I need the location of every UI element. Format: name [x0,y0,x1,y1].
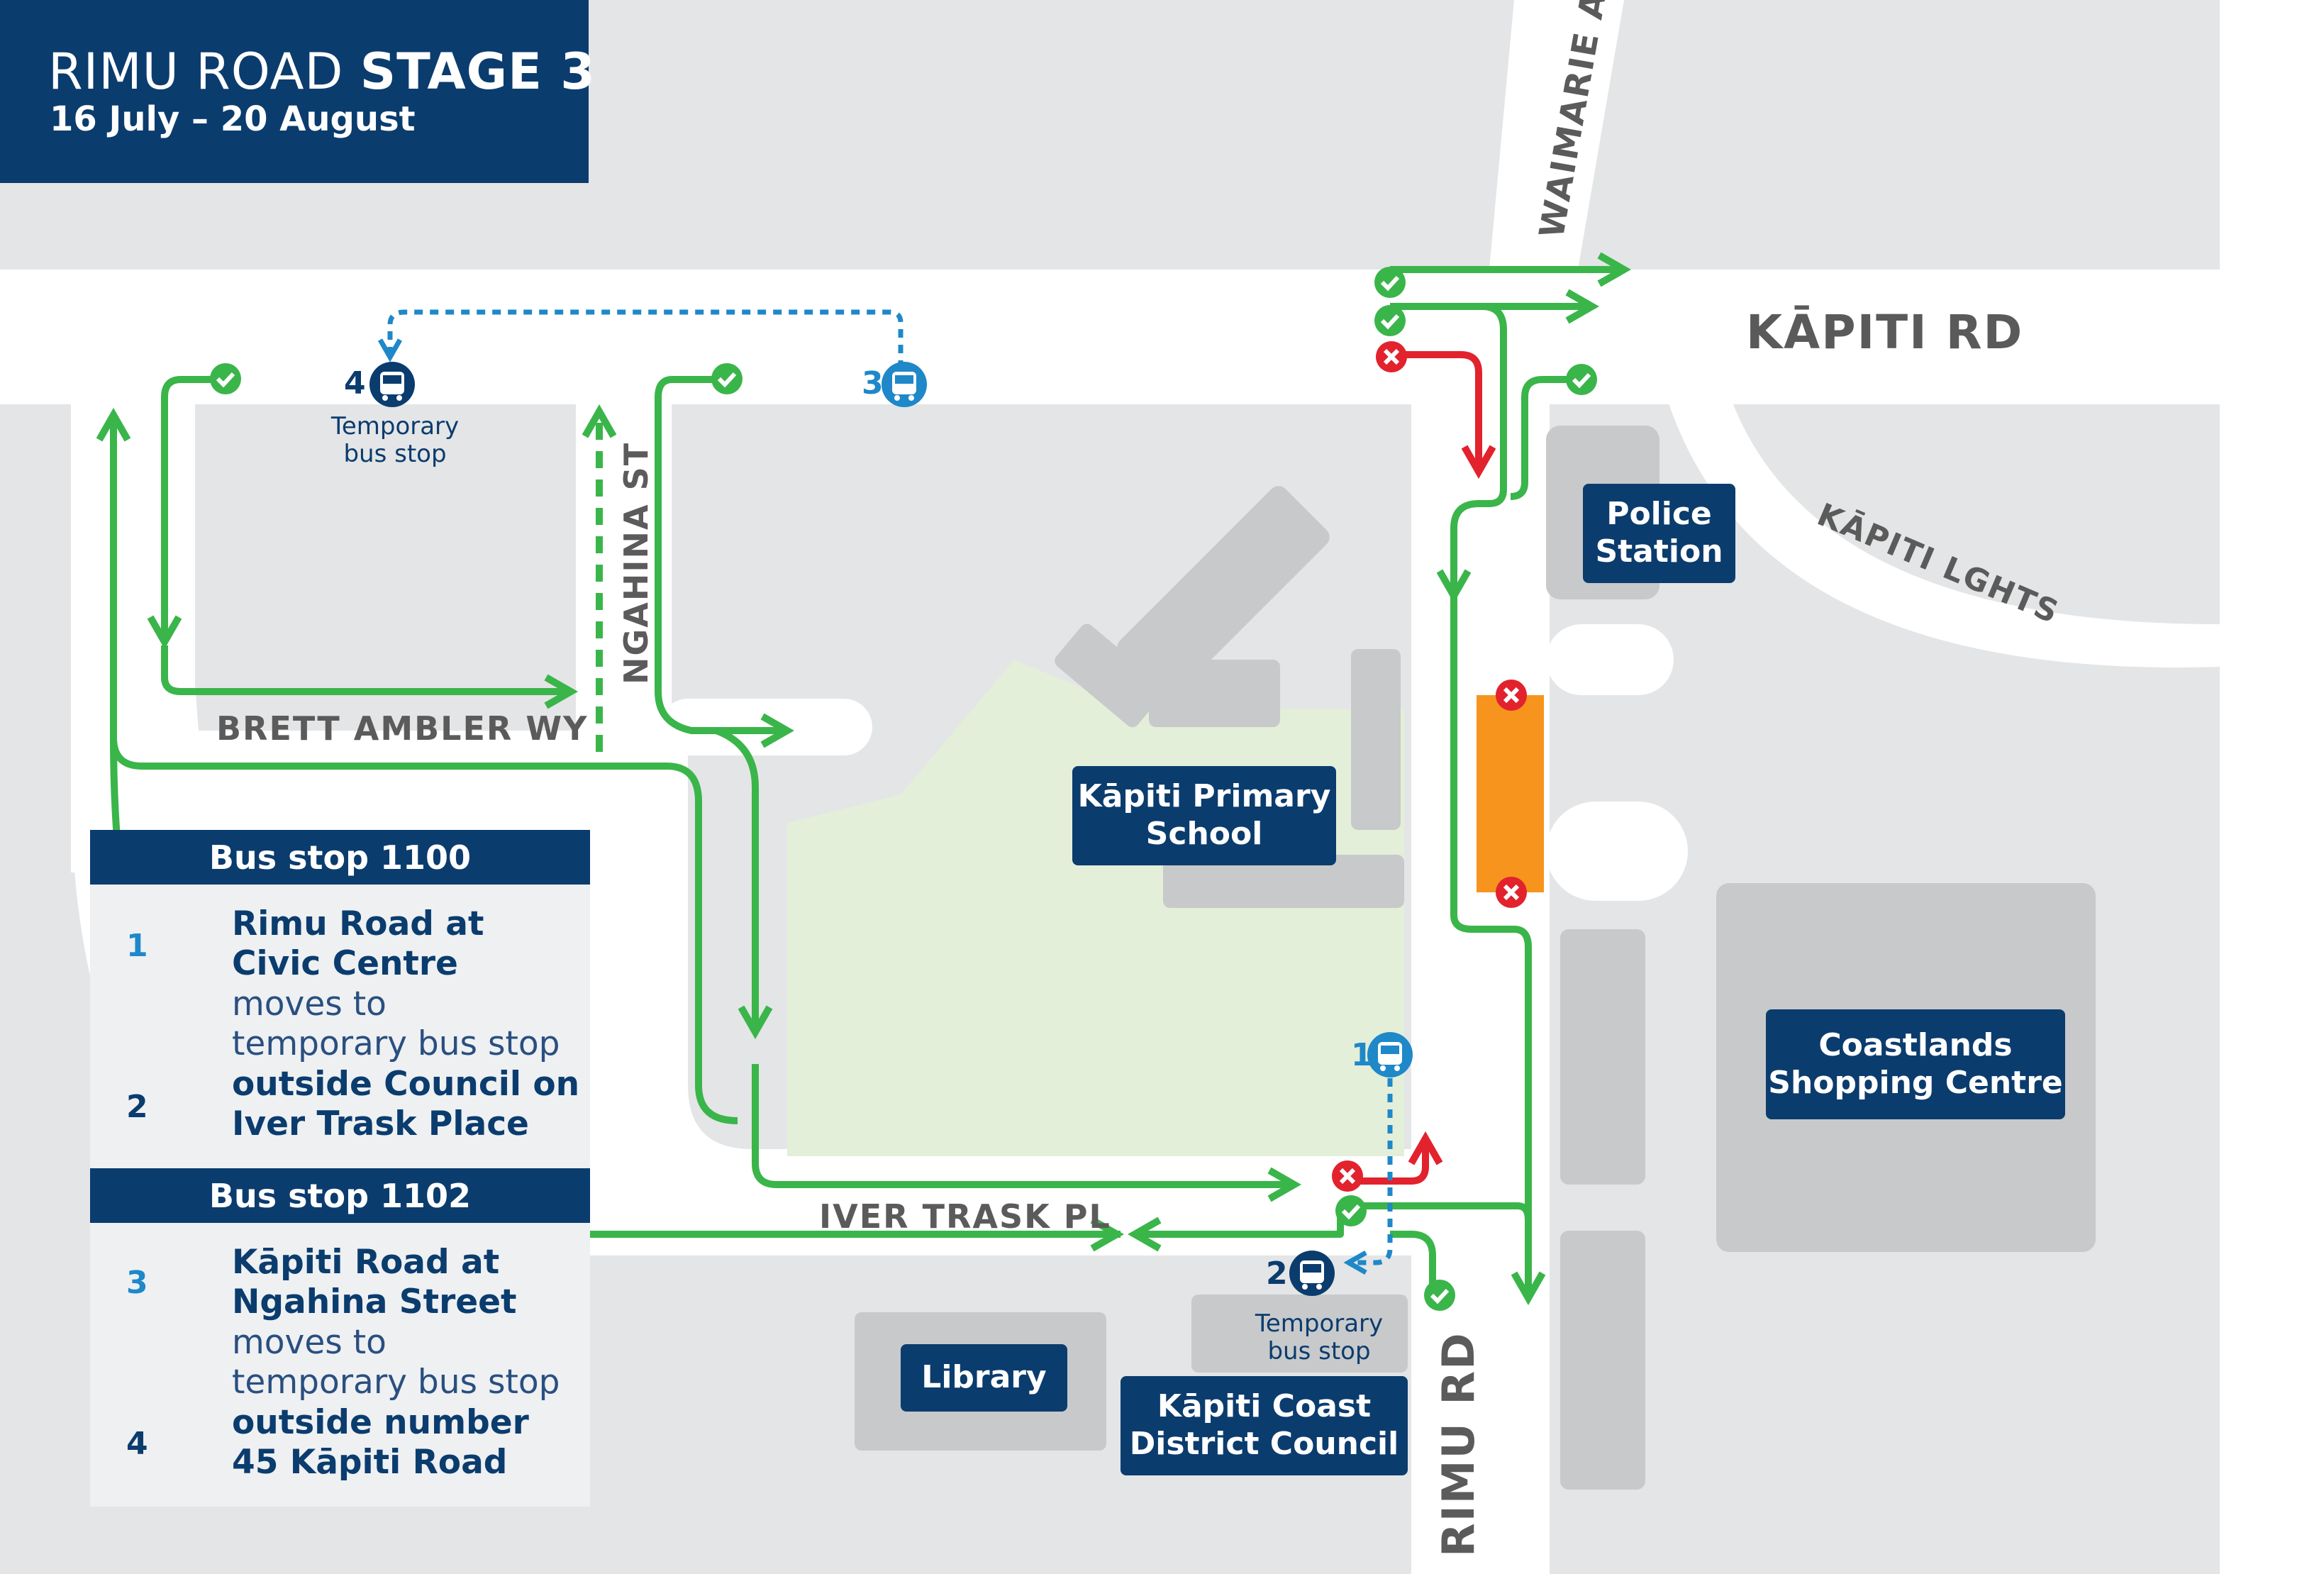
map-title: RIMU ROAD STAGE 3 [48,43,596,101]
check-icon [1374,267,1406,298]
label-council: Kāpiti Coast District Council [1121,1376,1408,1475]
bus-icon [1367,1032,1413,1077]
label-coastlands: Coastlands Shopping Centre [1766,1009,2065,1119]
check-icon [1566,364,1597,395]
legend-body-1100 [90,885,590,1168]
close-icon [1496,680,1527,711]
close-icon [1376,341,1407,372]
map-title-box: RIMU ROAD STAGE 3 16 July – 20 August [0,0,595,183]
legend-body-1102 [90,1223,590,1507]
legend-num-4: 4 [126,1426,148,1462]
street-iver-trask-pl: IVER TRASK PL [819,1197,1111,1236]
legend-text-1100: Rimu Road at Civic Centre moves to tempo… [232,904,580,1143]
status-markers [210,267,1597,1311]
stop-number-4: 4 [344,365,366,401]
stop-number-1: 1 [1351,1037,1373,1073]
stop-number-3: 3 [862,365,884,401]
street-rimu-rd: RIMU RD [1433,1331,1484,1557]
map-dates: 16 July – 20 August [50,99,416,139]
bus-icon [369,362,415,407]
legend-num-2: 2 [126,1089,148,1125]
legend-heading-1102: Bus stop 1102 [90,1168,590,1223]
bus-icon [882,362,927,407]
close-icon [1332,1160,1363,1192]
check-icon [210,363,241,394]
bus-icon [1289,1251,1335,1296]
check-icon [1374,305,1406,336]
street-brett-ambler-wy: BRETT AMBLER WY [216,709,589,748]
works-zone [1477,695,1544,892]
street-kapiti-rd: KĀPITI RD [1746,305,2024,360]
check-icon [1335,1195,1367,1226]
legend-num-3: 3 [126,1265,148,1301]
label-kapiti-primary-school: Kāpiti Primary School [1072,766,1336,865]
check-icon [1424,1280,1455,1311]
stop-number-2: 2 [1266,1256,1288,1292]
close-icon [1496,877,1527,908]
legend-heading-1100: Bus stop 1100 [90,830,590,885]
closed-routes [1347,351,1496,1185]
label-library: Library [901,1344,1067,1412]
check-icon [711,363,743,394]
legend-text-1102: Kāpiti Road at Ngahina Street moves to t… [232,1243,560,1482]
label-police-station: Police Station [1583,484,1735,583]
legend-num-1: 1 [126,928,148,964]
street-ngahina-st: NGAHINA ST [617,441,655,685]
